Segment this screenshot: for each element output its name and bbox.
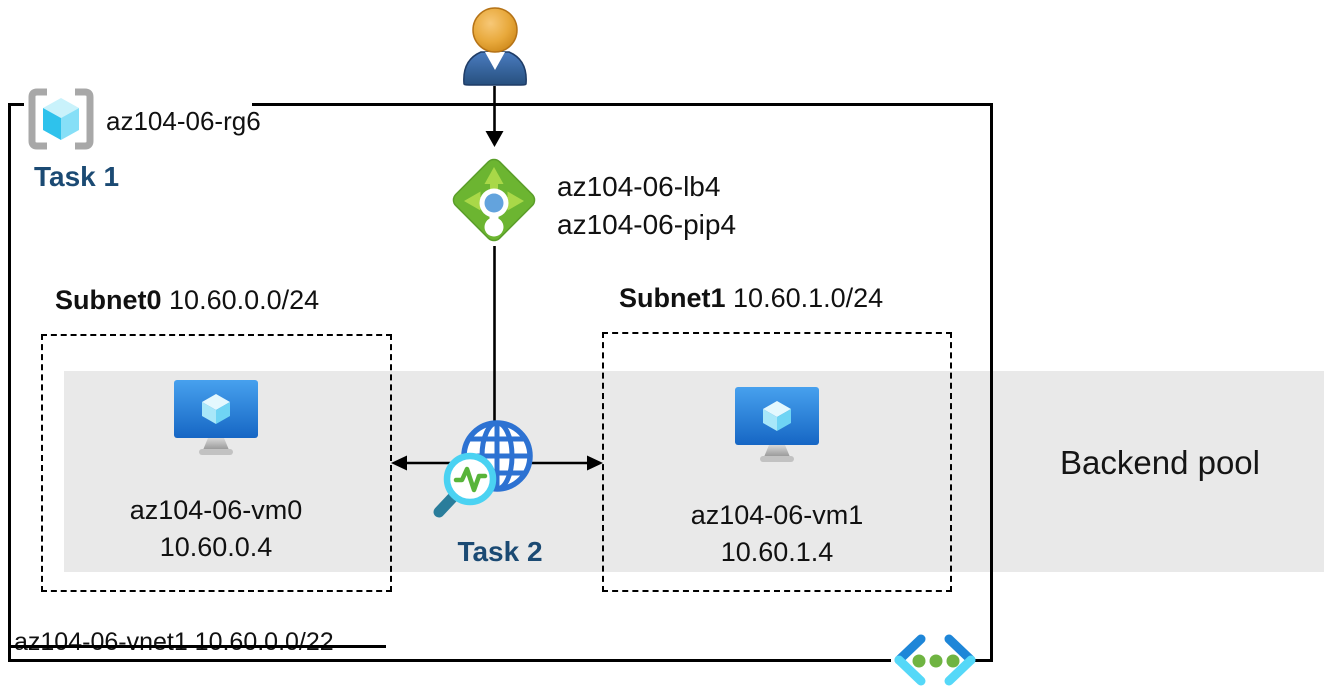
resource-group-box — [8, 103, 993, 662]
vnet-box-edge-line — [8, 645, 386, 648]
user-to-lb-arrowhead — [485, 131, 504, 147]
task1-label: Task 1 — [34, 161, 120, 192]
resource-group-label: az104-06-rg6 — [106, 106, 261, 136]
backend-pool-label: Backend pool — [1060, 444, 1260, 481]
subnet1-cidr: 10.60.1.0/24 — [733, 283, 884, 313]
vm0-virtual-machine-icon — [174, 380, 258, 455]
load-balancer-icon — [452, 158, 536, 242]
subnet1-box — [602, 332, 952, 592]
vm0-name-label: az104-06-vm0 — [129, 495, 303, 525]
load-balancer-label: az104-06-lb4 — [557, 171, 721, 202]
subnet1-label: Subnet1 10.60.1.0/24 — [619, 283, 883, 314]
left-arrowhead — [391, 455, 407, 471]
subnet1-name: Subnet1 — [619, 283, 726, 313]
public-ip-label: az104-06-pip4 — [557, 209, 737, 240]
backend-pool-band — [64, 371, 1324, 572]
subnet0-cidr: 10.60.0.0/24 — [169, 285, 320, 315]
vm1-name-label: az104-06-vm1 — [690, 500, 864, 530]
resource-group-icon — [28, 88, 94, 150]
vm1-labels: az104-06-vm1 10.60.1.4 — [656, 497, 898, 571]
subnet0-label: Subnet0 10.60.0.0/24 — [55, 285, 319, 316]
resource-group-border-gap — [24, 101, 252, 110]
vm0-ip-label: 10.60.0.4 — [159, 532, 273, 562]
load-balancer-labels: az104-06-lb4 az104-06-pip4 — [557, 168, 736, 244]
task2-label: Task 2 — [457, 536, 543, 567]
vm1-ip-label: 10.60.1.4 — [720, 537, 834, 567]
vm0-labels: az104-06-vm0 10.60.0.4 — [95, 492, 337, 566]
virtual-network-icon — [894, 634, 976, 686]
user-icon — [463, 7, 527, 86]
network-watcher-icon — [433, 420, 533, 518]
subnet0-name: Subnet0 — [55, 285, 162, 315]
vm1-virtual-machine-icon — [735, 387, 819, 462]
right-arrowhead — [587, 455, 603, 471]
vnet-label: az104-06-vnet1 10.60.0.0/22 — [14, 628, 334, 656]
